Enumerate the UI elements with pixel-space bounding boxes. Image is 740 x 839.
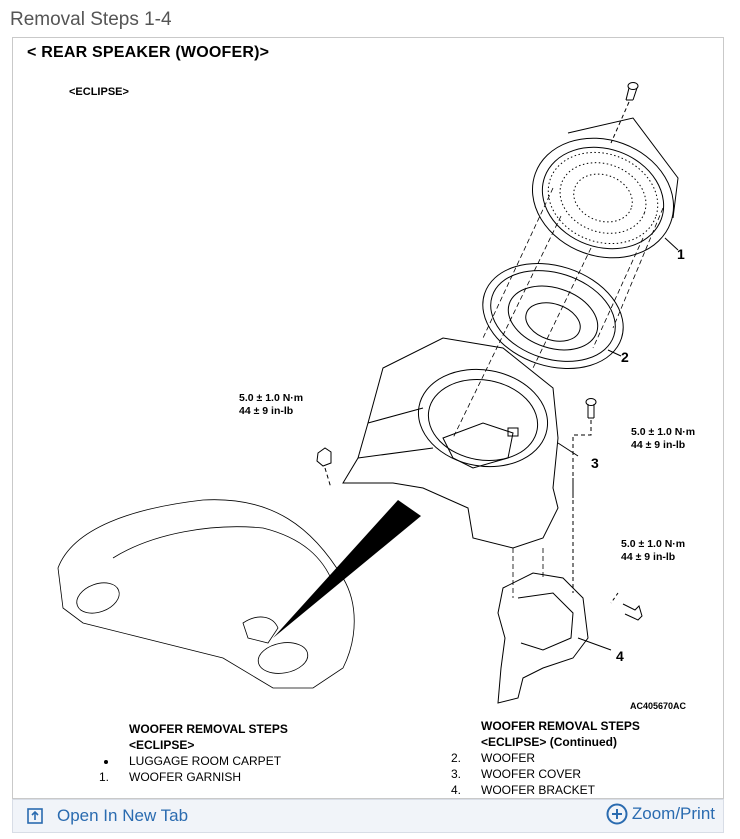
exploded-view-drawing [57,82,679,704]
model-tag: <ECLIPSE> [69,86,129,98]
torque-value-nm: 5.0 ± 1.0 N·m [621,538,686,550]
step-item: 4. WOOFER BRACKET [451,782,640,798]
diagram-frame: < REAR SPEAKER (WOOFER)> <ECLIPSE> [12,37,724,799]
step-label: LUGGAGE ROOM CARPET [129,754,282,768]
removal-steps-left: WOOFER REMOVAL STEPS <ECLIPSE> LUGGAGE R… [99,721,288,785]
bolt-lower-right [622,603,643,621]
page-title: Removal Steps 1-4 [10,9,172,30]
callout-4: 4 [616,648,624,664]
zoom-print-button[interactable]: Zoom/Print [606,803,715,825]
bolt-mid-right [585,398,597,419]
removal-steps-right: WOOFER REMOVAL STEPS <ECLIPSE> (Continue… [451,718,640,798]
step-number: 4. [451,783,462,797]
bolt-top [625,82,639,101]
step-number: 2. [451,751,462,765]
step-number: 1. [99,770,110,784]
woofer-cover [342,337,574,549]
steps-heading: WOOFER REMOVAL STEPS [129,722,288,736]
torque-value-inlb: 44 ± 9 in-lb [239,405,294,417]
torque-value-nm: 5.0 ± 1.0 N·m [631,426,696,438]
open-new-tab-label: Open In New Tab [57,806,189,825]
bullet-marker [99,753,129,769]
figure-code: AC405670AC [630,701,687,711]
step-item: LUGGAGE ROOM CARPET [99,753,288,769]
clip-left [316,447,332,467]
steps-subheading: <ECLIPSE> (Continued) [481,735,618,749]
step-label: WOOFER [481,751,535,765]
step-item: 3. WOOFER COVER [451,766,640,782]
step-label: WOOFER COVER [481,767,582,781]
callout-3: 3 [591,455,599,471]
woofer-bracket [497,572,589,704]
callout-1: 1 [677,246,685,262]
torque-value-inlb: 44 ± 9 in-lb [631,439,686,451]
woofer-grille [531,117,679,259]
torque-value-inlb: 44 ± 9 in-lb [621,551,676,563]
location-pointer [273,500,421,638]
open-new-tab-button[interactable]: Open In New Tab [27,806,188,826]
woofer-unit [482,262,624,370]
torque-spec-left: 5.0 ± 1.0 N·m 44 ± 9 in-lb [239,392,303,418]
open-new-tab-icon [27,808,43,824]
steps-heading: WOOFER REMOVAL STEPS [481,719,640,733]
step-label: WOOFER BRACKET [481,783,596,797]
torque-value-nm: 5.0 ± 1.0 N·m [239,392,304,404]
step-label: WOOFER GARNISH [129,770,242,784]
steps-subheading: <ECLIPSE> [129,738,195,752]
zoom-plus-icon [606,803,628,825]
zoom-print-label: Zoom/Print [631,804,715,823]
car-outline [57,499,355,689]
diagram-title: < REAR SPEAKER (WOOFER)> [27,44,270,61]
footer-toolbar: Open In New Tab Zoom/Print [12,799,724,833]
step-item: 2. WOOFER [451,750,640,766]
step-number: 3. [451,767,462,781]
torque-spec-right: 5.0 ± 1.0 N·m 44 ± 9 in-lb [631,426,695,452]
torque-spec-bracket: 5.0 ± 1.0 N·m 44 ± 9 in-lb [621,538,685,564]
callout-2: 2 [621,349,629,365]
step-item: 1. WOOFER GARNISH [99,769,288,785]
